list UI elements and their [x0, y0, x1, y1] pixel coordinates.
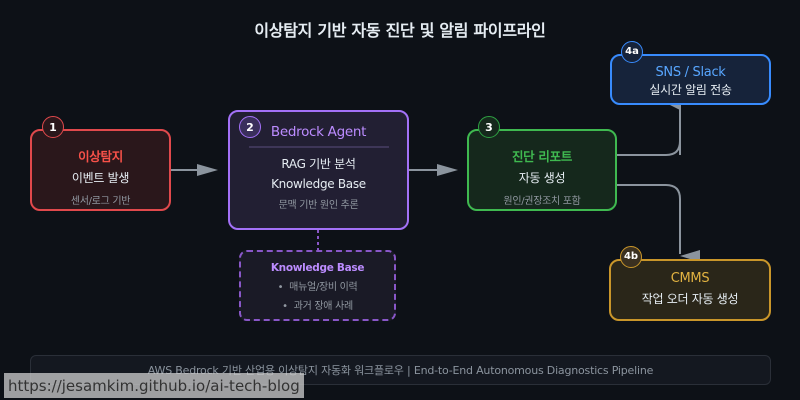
divider	[248, 146, 389, 148]
node-title: CMMS	[670, 271, 710, 286]
node-title: 이상탐지	[78, 149, 123, 164]
url-overlay[interactable]: https://jesamkim.github.io/ai-tech-blog	[4, 373, 304, 398]
node-sub-text: 문맥 기반 원인 추론	[278, 200, 359, 211]
node-diagnostic-report: 3 진단 리포트 자동 생성 원인/권장조치 포함	[467, 116, 617, 211]
node-main-text: 실시간 알림 전송	[649, 83, 732, 97]
node-cmms: 4b CMMS 작업 오더 자동 생성	[609, 246, 771, 321]
node-main-text: 작업 오더 자동 생성	[641, 292, 739, 306]
kb-title: Knowledge Base	[270, 262, 365, 274]
node-main-text: RAG 기반 분석	[281, 157, 356, 171]
node-sub-text: 센서/로그 기반	[70, 196, 131, 207]
node-main-text: 자동 생성	[518, 171, 566, 185]
node-anomaly-detection: 1 이상탐지 이벤트 발생 센서/로그 기반	[30, 116, 171, 211]
node-main-text: 이벤트 발생	[71, 171, 130, 185]
knowledge-base-box: Knowledge Base •매뉴얼/장비 이력 •과거 장애 사례	[239, 250, 396, 321]
node-title: 진단 리포트	[511, 149, 573, 164]
node-title: Bedrock Agent	[270, 124, 367, 140]
node-title: SNS / Slack	[655, 65, 726, 80]
arrow-2-to-3	[409, 164, 458, 176]
step-badge-3: 3	[478, 116, 500, 138]
step-badge-1: 1	[42, 116, 64, 138]
node-bedrock-agent: 2 Bedrock Agent RAG 기반 분석 Knowledge Base…	[228, 110, 409, 230]
node-sns-slack: 4a SNS / Slack 실시간 알림 전송	[610, 41, 771, 105]
kb-item: •매뉴얼/장비 이력	[277, 282, 358, 293]
arrow-1-to-2	[171, 164, 218, 176]
step-badge-2: 2	[239, 116, 261, 138]
node-sub-text: 원인/권장조치 포함	[503, 196, 581, 207]
kb-item: •과거 장애 사례	[282, 301, 353, 312]
step-badge-4a: 4a	[621, 41, 643, 63]
bullet-icon: •	[282, 301, 288, 312]
step-badge-4b: 4b	[620, 246, 642, 268]
node-main-text: Knowledge Base	[271, 177, 366, 191]
diagram-title: 이상탐지 기반 자동 진단 및 알림 파이프라인	[254, 21, 546, 40]
bullet-icon: •	[277, 282, 284, 293]
